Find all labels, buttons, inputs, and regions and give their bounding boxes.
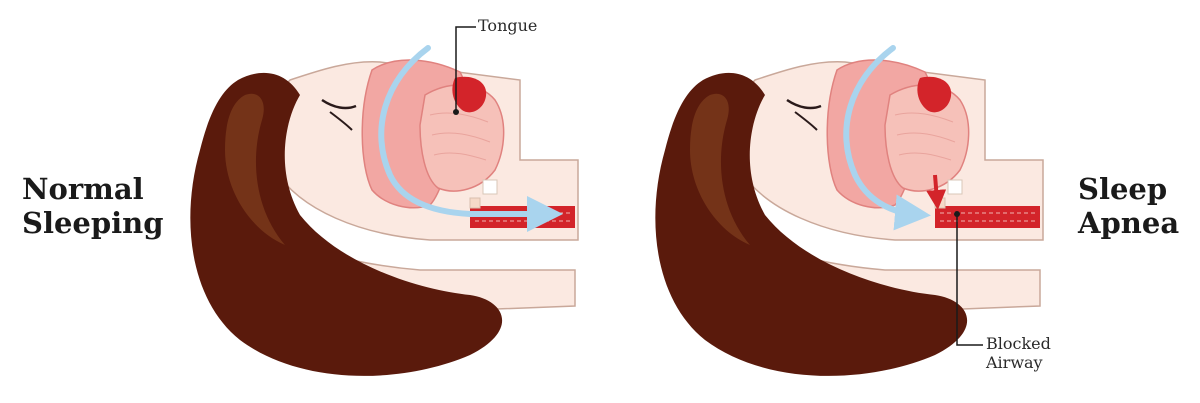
tongue-collapse-arrow bbox=[926, 174, 947, 210]
heading-line: Sleep bbox=[1078, 172, 1168, 206]
blocked-airway-callout-line bbox=[956, 214, 983, 346]
heading-line: Sleeping bbox=[22, 206, 164, 240]
left-head-illustration bbox=[189, 26, 580, 378]
right-head-illustration bbox=[654, 45, 1045, 378]
heading-line: Normal bbox=[22, 172, 144, 206]
right-airflow-arrow bbox=[843, 45, 931, 231]
normal-sleeping-heading: Normal Sleeping bbox=[22, 172, 164, 240]
callout-line: Blocked bbox=[986, 334, 1051, 353]
blocked-airway-label: Blocked Airway bbox=[986, 334, 1051, 372]
left-airflow-arrow bbox=[378, 45, 563, 232]
sleep-apnea-heading: Sleep Apnea bbox=[1078, 172, 1179, 240]
tongue-callout-line bbox=[455, 26, 476, 112]
tongue-label: Tongue bbox=[478, 16, 538, 35]
heading-line: Apnea bbox=[1078, 206, 1180, 240]
blocked-airway-callout-dot bbox=[954, 211, 960, 217]
tongue-callout-dot bbox=[453, 109, 459, 115]
callout-line: Airway bbox=[986, 353, 1043, 372]
